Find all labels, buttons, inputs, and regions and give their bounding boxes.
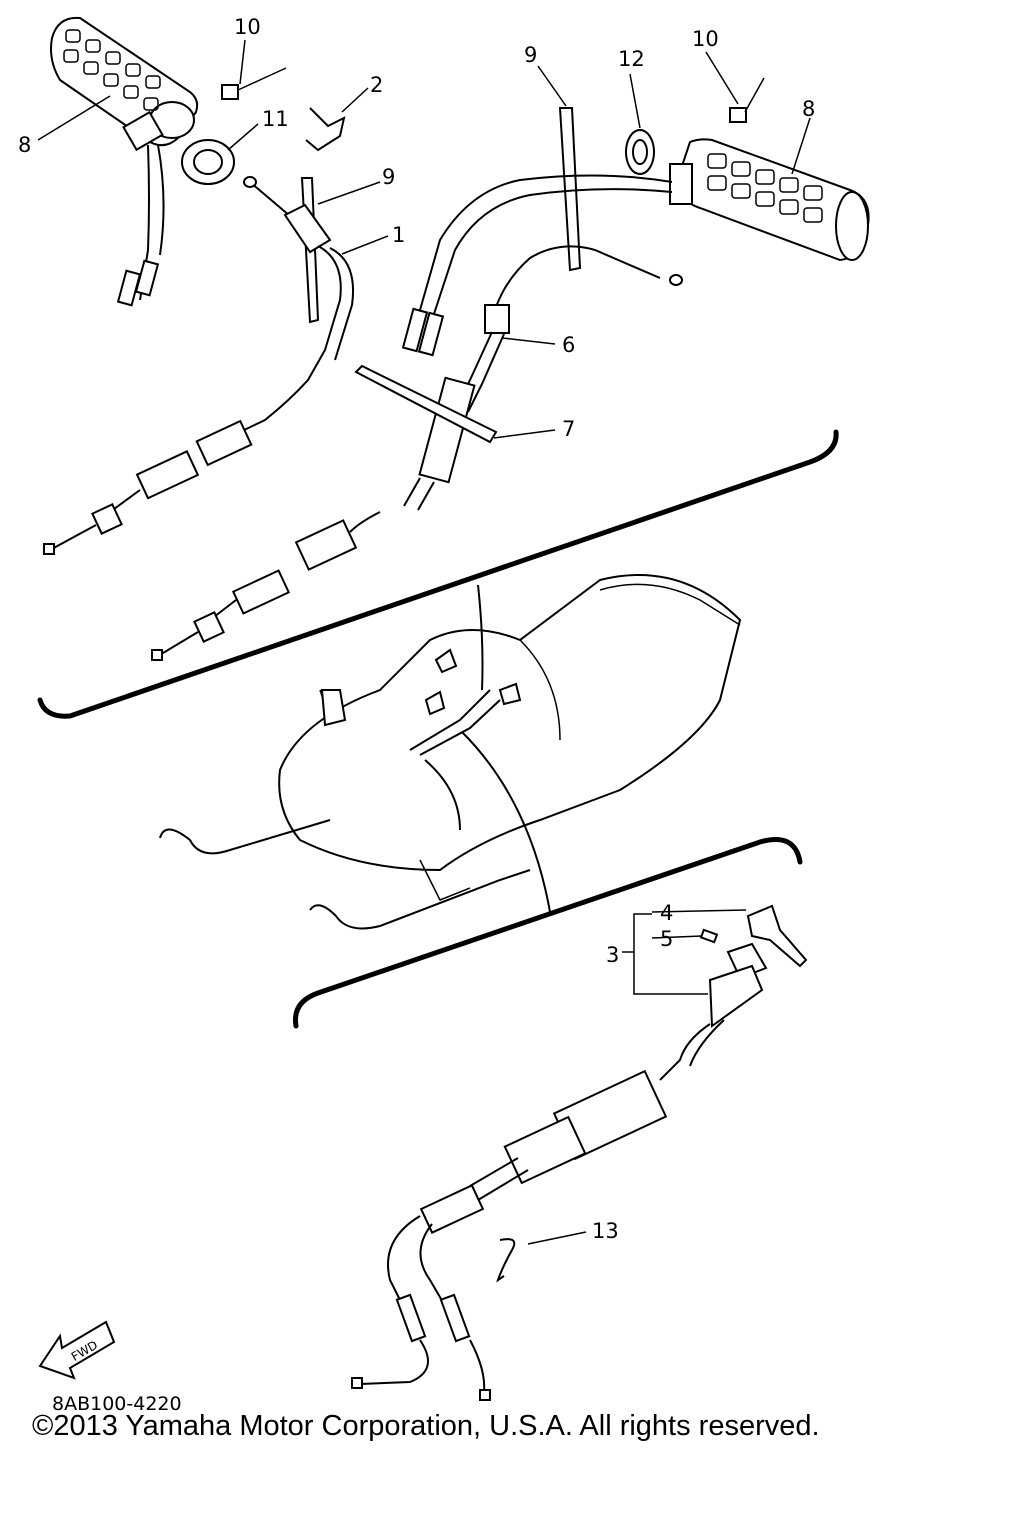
diagram-code: 8AB100-4220 [52,1393,182,1415]
callout-12: 12 [618,47,645,71]
left-throttle-cable [43,176,354,555]
cable-sleeve-tie [354,364,498,444]
right-grip-collar [625,129,655,175]
callout-10-left: 10 [234,15,261,39]
callout-10-right: 10 [692,27,719,51]
callout-1: 1 [392,223,405,247]
callout-7: 7 [562,417,575,441]
callout-9-left: 9 [382,165,395,189]
callout-leader-lines [37,39,811,1245]
copyright-notice: ©2013 Yamaha Motor Corporation, U.S.A. A… [32,1410,820,1442]
callout-8-left: 8 [18,133,31,157]
callout-6: 6 [562,333,575,357]
callout-13: 13 [592,1219,619,1243]
snowmobile-overview [159,574,742,930]
left-grip-screw [221,67,287,100]
callout-8-right: 8 [802,97,815,121]
callout-9-right: 9 [524,43,537,67]
section-divider-bottom [292,837,803,1029]
section-divider-top [37,429,839,719]
left-throttle-grip [50,16,199,307]
cable-clip [305,107,346,152]
brake-lever-assembly [351,904,808,1401]
right-cable-tie [558,107,582,272]
right-grip-screw [729,77,765,123]
right-throttle-grip [401,138,870,357]
callout-5: 5 [660,927,673,951]
callout-11: 11 [262,107,289,131]
callout-3: 3 [606,943,619,967]
callout-4: 4 [660,901,673,925]
forward-direction-arrow: FWD [38,1320,116,1380]
right-throttle-cable [151,245,683,661]
callout-2: 2 [370,73,383,97]
grip-collar-ring [181,139,235,185]
